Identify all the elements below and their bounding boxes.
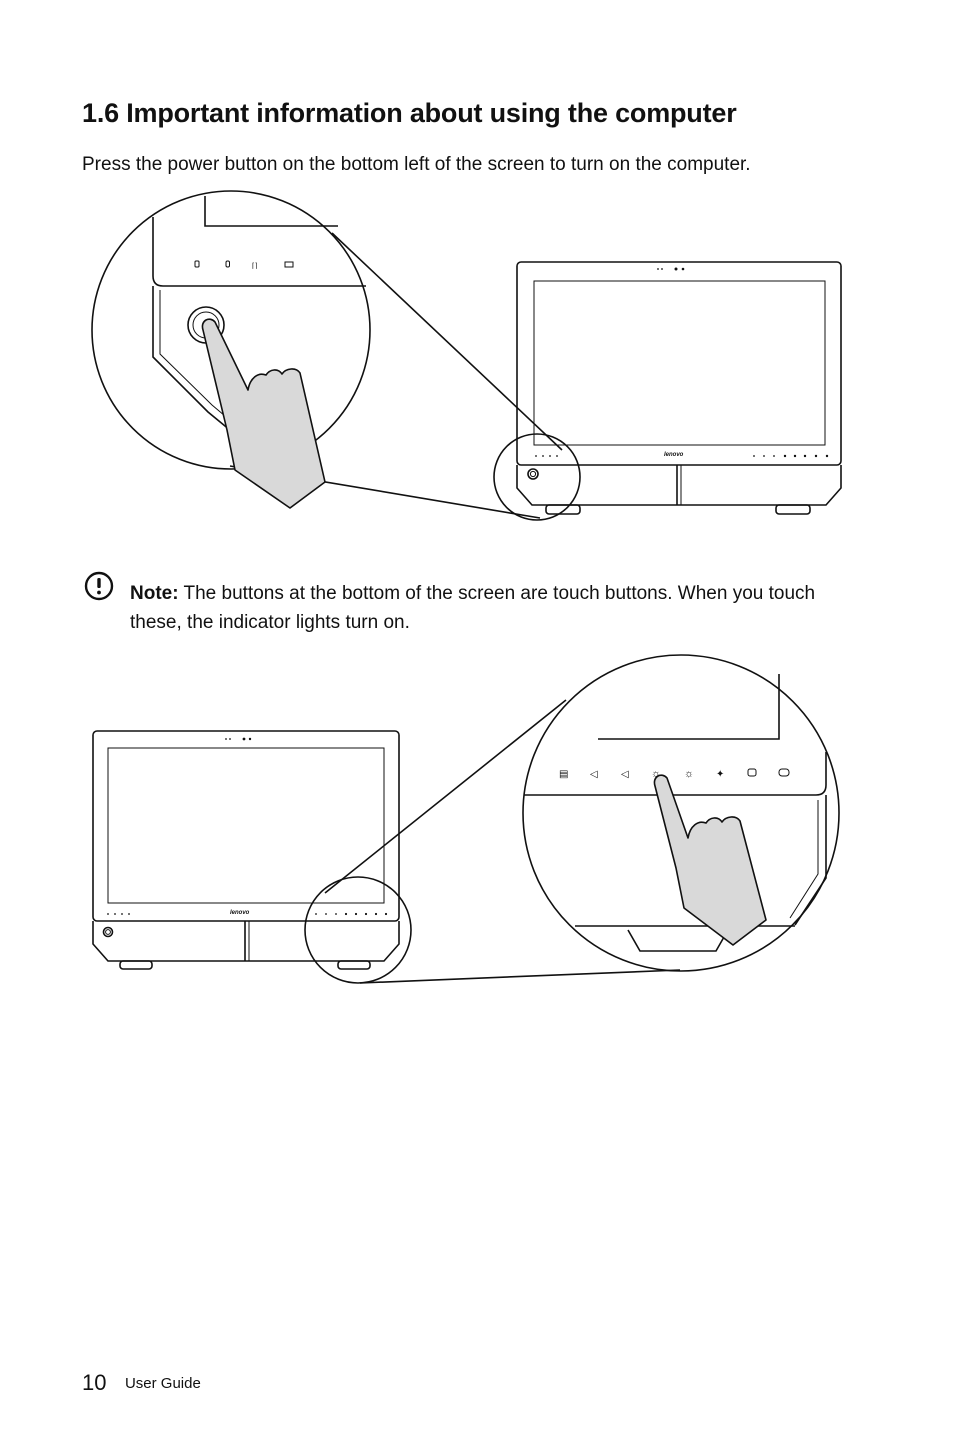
- monitor-illustration: lenovo: [516, 261, 842, 515]
- wireless-icon: ✦: [716, 769, 724, 780]
- note-text: The buttons at the bottom of the screen …: [130, 583, 816, 633]
- magnified-touch-buttons: ▤ ◁ ◁ ☼ ☼ ✦: [522, 654, 840, 972]
- display-switch-icon: ▤: [559, 769, 568, 780]
- volume-down-icon: ◁: [590, 769, 598, 780]
- section-title: 1.6 Important information about using th…: [82, 98, 737, 128]
- menu-icon: [778, 768, 790, 777]
- sensor-icons: ⌈⌉: [194, 260, 294, 270]
- input-source-icon: [747, 768, 757, 777]
- document-name: User Guide: [124, 1375, 201, 1392]
- lenovo-logo: lenovo: [664, 452, 684, 458]
- exclamation-circle-icon: [84, 571, 114, 601]
- zoom-connector-line: [359, 969, 681, 984]
- page-number: 10: [82, 1370, 107, 1395]
- svg-text:⌈⌉: ⌈⌉: [252, 262, 257, 270]
- webcam-icon: [657, 267, 685, 271]
- pointing-hand-icon: [653, 774, 767, 946]
- page-footer: 10 User Guide: [82, 1370, 201, 1396]
- lenovo-logo: lenovo: [230, 910, 250, 916]
- webcam-icon: [225, 737, 252, 741]
- indicator-lights: [535, 455, 558, 457]
- power-button-icon: [102, 926, 114, 938]
- intro-paragraph: Press the power button on the bottom lef…: [82, 154, 751, 175]
- touch-buttons-illustration: lenovo ▤ ◁ ◁: [92, 654, 840, 984]
- brightness-up-icon: ☼: [684, 768, 694, 780]
- zoom-target-circle: [304, 876, 412, 984]
- note-label: Note:: [130, 583, 179, 604]
- zoom-connector-line: [331, 232, 563, 451]
- brightness-down-icon: ☼: [651, 768, 661, 780]
- monitor-illustration: lenovo: [92, 730, 400, 970]
- note-paragraph: Note: The buttons at the bottom of the s…: [130, 579, 850, 637]
- zoom-target-circle: [493, 433, 581, 521]
- touch-button-icons: ▤ ◁ ◁ ☼ ☼ ✦: [559, 768, 790, 780]
- zoom-connector-line: [324, 699, 567, 894]
- touch-buttons-row: [315, 912, 388, 916]
- power-button-icon: [527, 468, 539, 480]
- power-button-illustration: lenovo ⌈⌉: [91, 190, 842, 521]
- indicator-lights: [107, 913, 130, 915]
- magnified-power-area: ⌈⌉: [91, 190, 371, 509]
- volume-up-icon: ◁: [621, 769, 629, 780]
- pointing-hand-icon: [201, 318, 326, 509]
- touch-buttons-row: [753, 454, 829, 458]
